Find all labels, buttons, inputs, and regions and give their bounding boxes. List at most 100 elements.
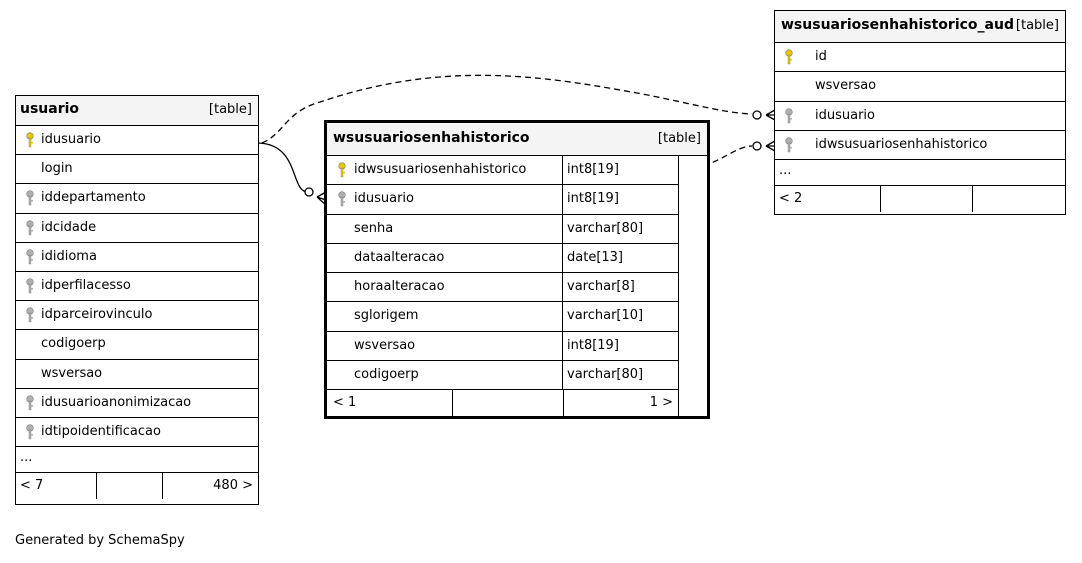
column-name: ididioma: [41, 248, 97, 264]
column-name: senha: [354, 220, 394, 236]
link-usuario-aud-crowsfoot: [765, 109, 776, 121]
ellipsis: ...: [20, 450, 33, 466]
column-name: wsversao: [41, 365, 103, 381]
column-list: id wsversao idusuario idwsusuariosenhahisto…: [775, 43, 1065, 161]
column-type-cell: int8[19]: [563, 185, 679, 214]
foreign-key-icon: [25, 278, 35, 294]
column-name: idusuario: [815, 107, 875, 123]
column-type-cell: varchar[10]: [563, 302, 679, 331]
table-footer: < 7 480 >: [16, 473, 258, 500]
column-name-cell: [327, 361, 563, 390]
column-name-cell: [327, 185, 563, 214]
column-name: horaalteracao: [354, 279, 445, 295]
link-hist-aud-crowsfoot: [765, 140, 776, 152]
column-name: login: [41, 161, 73, 177]
column-type-cell: int8[19]: [563, 156, 679, 185]
more-columns-row: ...: [775, 160, 1065, 187]
column-row[interactable]: varchar[80] codigoerp: [327, 361, 679, 391]
foreign-key-icon: [25, 249, 35, 265]
foreign-key-icon: [25, 190, 35, 206]
column-name: idwsusuariosenhahistorico: [815, 136, 988, 152]
column-name: codigoerp: [354, 367, 419, 383]
column-list: idusuario login iddepartamento idcidade idid…: [16, 126, 258, 448]
footer-parents[interactable]: < 2: [779, 191, 803, 207]
column-row[interactable]: idwsusuariosenhahistorico: [775, 131, 1065, 161]
footer-children[interactable]: 1 >: [649, 395, 673, 411]
column-row[interactable]: idperfilacesso: [16, 272, 258, 302]
foreign-key-icon: [25, 395, 35, 411]
primary-key-icon: [25, 132, 35, 148]
column-type: varchar[10]: [567, 308, 644, 324]
foreign-key-icon: [25, 219, 35, 236]
link-hist-aud-zero-marker: [752, 141, 762, 151]
table-wsusuariosenhahistorico[interactable]: wsusuariosenhahistorico [table] int8[19]…: [324, 120, 710, 419]
column-name-cell: [327, 243, 563, 273]
column-row[interactable]: int8[19] wsversao: [327, 331, 679, 362]
link-hist-aud: [683, 145, 753, 172]
table-footer: < 1 1 >: [327, 390, 679, 417]
column-type: varchar[80]: [567, 367, 644, 383]
ellipsis: ...: [779, 163, 792, 179]
column-row[interactable]: idtipoidentificacao: [16, 418, 258, 448]
column-type-cell: int8[19]: [563, 331, 679, 361]
footer-parents[interactable]: < 7: [20, 478, 44, 494]
generated-by-note: Generated by SchemaSpy: [15, 533, 185, 548]
column-type-cell: varchar[80]: [563, 214, 679, 243]
table-name: usuario: [20, 101, 80, 117]
column-row[interactable]: idparceirovinculo: [16, 301, 258, 331]
column-name: wsversao: [354, 337, 416, 353]
primary-key-icon: [337, 162, 347, 178]
column-row[interactable]: iddepartamento: [16, 184, 258, 214]
column-row[interactable]: varchar[80] senha: [327, 214, 679, 244]
column-type: varchar[8]: [567, 279, 635, 295]
table-name: wsusuariosenhahistorico_aud: [781, 17, 1014, 33]
column-row[interactable]: idusuarioanonimizacao: [16, 389, 258, 418]
table-header: wsusuariosenhahistorico_aud [table]: [775, 11, 1065, 43]
more-columns-row: ...: [16, 447, 258, 474]
footer-parents[interactable]: < 1: [333, 395, 357, 411]
link-usuario-aud: [261, 74, 753, 144]
table-tag: [table]: [657, 131, 701, 146]
table-tag: [table]: [1015, 18, 1059, 33]
column-name: idusuarioanonimizacao: [41, 394, 192, 410]
column-name: sglorigem: [354, 308, 419, 324]
column-row[interactable]: int8[19] idusuario: [327, 185, 679, 215]
column-row[interactable]: id: [775, 43, 1065, 73]
footer-children[interactable]: 480 >: [213, 478, 253, 494]
column-row[interactable]: varchar[8] horaalteracao: [327, 273, 679, 303]
foreign-key-icon: [337, 191, 347, 207]
column-row[interactable]: idusuario: [775, 102, 1065, 131]
column-row[interactable]: date[13]dataalteracao: [327, 243, 679, 274]
column-row[interactable]: int8[19]idwsusuariosenhahistorico: [327, 156, 679, 186]
column-name: wsversao: [815, 78, 877, 94]
column-row[interactable]: idusuario: [16, 126, 258, 156]
table-usuario[interactable]: usuario [table] idusuario login iddepartam…: [15, 95, 259, 505]
column-name: idusuario: [354, 191, 414, 207]
column-row[interactable]: codigoerp: [16, 330, 258, 360]
link-usuario-hist-zero-marker: [304, 187, 314, 197]
column-row[interactable]: idcidade: [16, 214, 258, 243]
column-row[interactable]: wsversao: [775, 72, 1065, 102]
column-row[interactable]: ididioma: [16, 243, 258, 272]
column-row[interactable]: wsversao: [16, 360, 258, 389]
column-type: int8[19]: [567, 191, 619, 207]
foreign-key-icon: [784, 137, 794, 153]
column-name: iddepartamento: [41, 190, 146, 206]
table-footer: < 2: [775, 186, 1065, 213]
column-row[interactable]: login: [16, 155, 258, 185]
column-name-cell: [327, 302, 563, 331]
column-name: idusuario: [41, 132, 101, 147]
table-tag: [table]: [208, 102, 252, 117]
table-header: wsusuariosenhahistorico [table]: [327, 123, 707, 156]
column-type-cell: varchar[8]: [563, 273, 679, 302]
link-usuario-aud-zero-marker: [752, 110, 762, 120]
column-type: varchar[80]: [567, 220, 644, 236]
column-name-cell: [327, 331, 563, 361]
column-name-cell: [327, 214, 563, 243]
column-row[interactable]: varchar[10] sglorigem: [327, 302, 679, 332]
table-name: wsusuariosenhahistorico: [333, 130, 530, 146]
column-type: int8[19]: [567, 337, 619, 353]
column-name: idperfilacesso: [41, 277, 131, 293]
